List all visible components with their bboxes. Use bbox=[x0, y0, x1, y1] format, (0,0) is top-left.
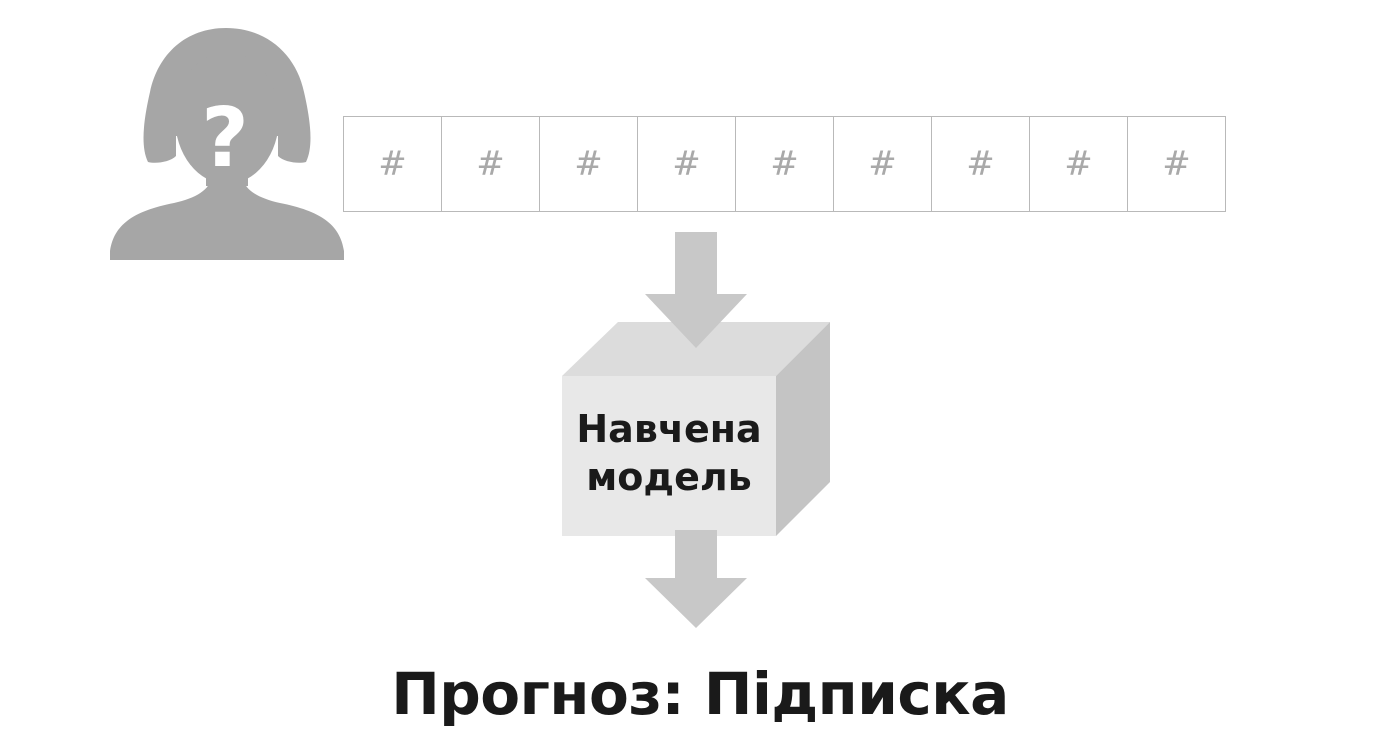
model-label: Навчена модель bbox=[576, 407, 762, 499]
feature-cell: # bbox=[932, 117, 1030, 211]
feature-cell: # bbox=[344, 117, 442, 211]
prediction-result: Прогноз: Підписка bbox=[391, 660, 1009, 728]
arrow-down-icon bbox=[645, 530, 747, 630]
feature-cell: # bbox=[1128, 117, 1226, 211]
feature-cell: # bbox=[834, 117, 932, 211]
feature-cell: # bbox=[540, 117, 638, 211]
arrow-down-icon bbox=[645, 232, 747, 350]
feature-cell: # bbox=[638, 117, 736, 211]
feature-cell: # bbox=[1030, 117, 1128, 211]
feature-vector: # # # # # # # # # bbox=[343, 116, 1226, 212]
question-mark-icon: ? bbox=[201, 91, 249, 186]
unknown-person-icon: ? bbox=[108, 26, 346, 262]
feature-cell: # bbox=[442, 117, 540, 211]
feature-cell: # bbox=[736, 117, 834, 211]
model-box bbox=[560, 320, 832, 538]
